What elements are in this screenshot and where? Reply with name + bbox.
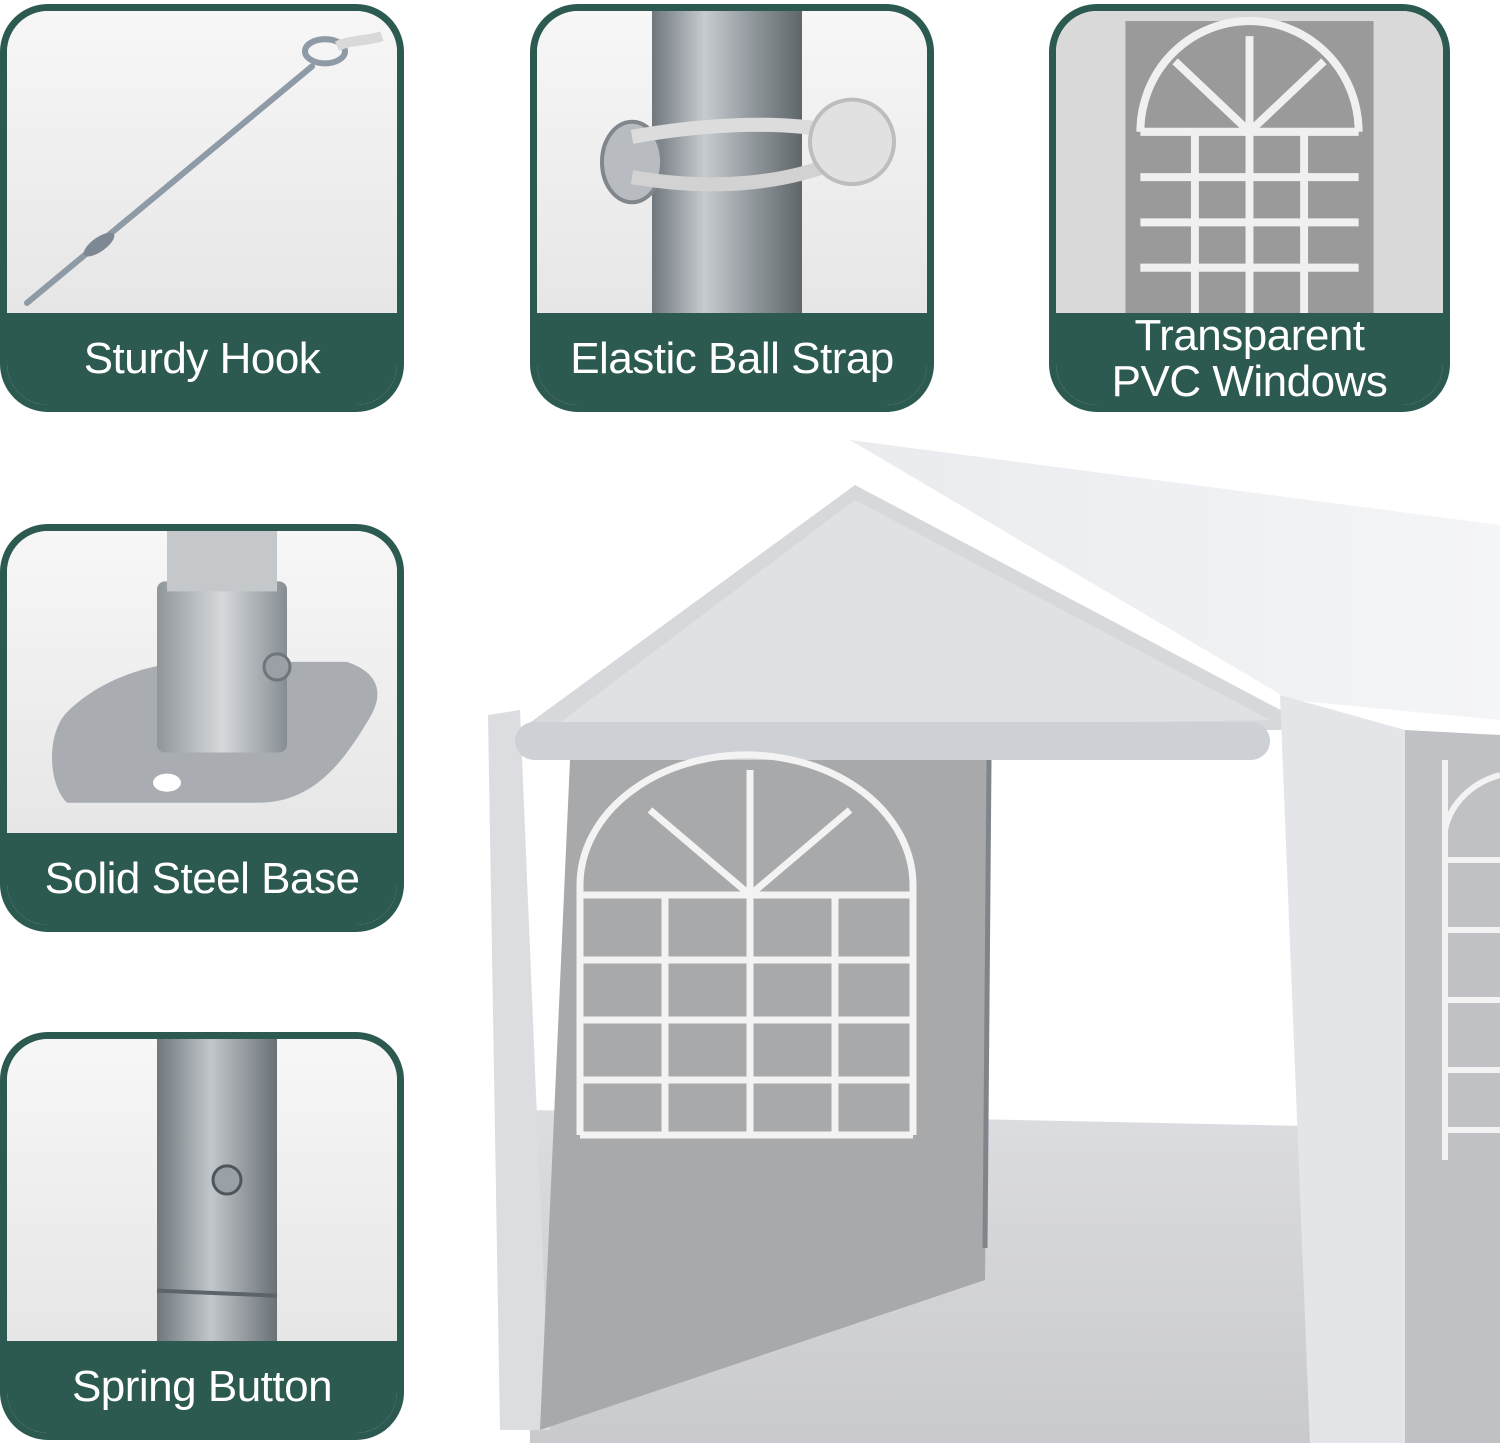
feature-label: Spring Button xyxy=(7,1341,397,1433)
elastic-strap-icon xyxy=(537,11,927,313)
feature-card-transparent-pvc-windows: Transparent PVC Windows xyxy=(1049,4,1450,412)
feature-label: Transparent PVC Windows xyxy=(1056,313,1443,405)
feature-label: Solid Steel Base xyxy=(7,833,397,925)
steel-base-icon xyxy=(7,531,397,833)
feature-card-elastic-ball-strap: Elastic Ball Strap xyxy=(530,4,934,412)
feature-label: Elastic Ball Strap xyxy=(537,313,927,405)
feature-card-spring-button: Spring Button xyxy=(0,1032,404,1440)
hook-stake-icon xyxy=(7,11,397,313)
feature-card-sturdy-hook: Sturdy Hook xyxy=(0,4,404,412)
feature-card-solid-steel-base: Solid Steel Base xyxy=(0,524,404,932)
spring-button-icon xyxy=(7,1039,397,1341)
feature-label: Sturdy Hook xyxy=(7,313,397,405)
pvc-window-icon xyxy=(1056,11,1443,313)
canopy-tent-illustration xyxy=(470,430,1500,1443)
